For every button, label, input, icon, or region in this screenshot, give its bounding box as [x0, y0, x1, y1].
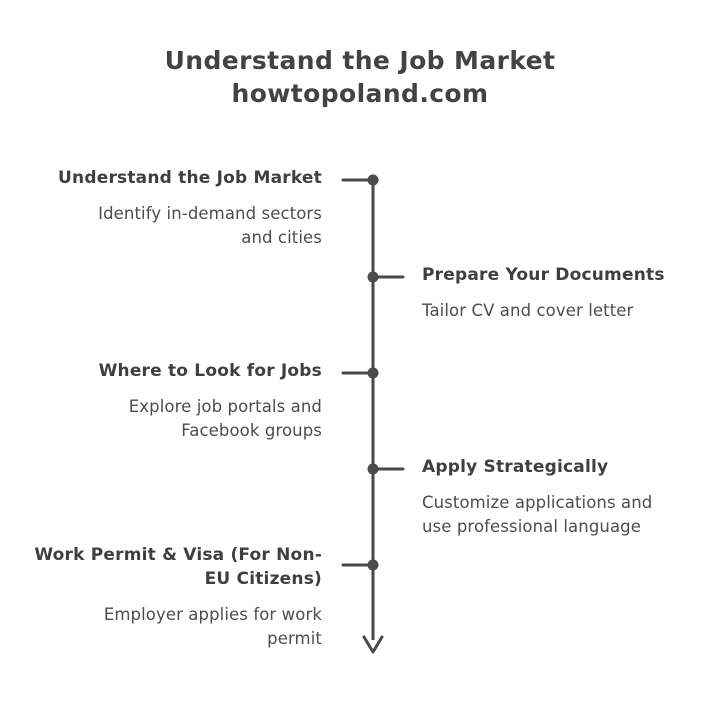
timeline-step-4[interactable]: Apply Strategically Customize applicatio… — [422, 455, 720, 539]
timeline-step-5[interactable]: Work Permit & Visa (For Non-EU Citizens)… — [22, 543, 322, 651]
step-description: Identify in-demand sectors and cities — [98, 204, 322, 247]
timeline-step-1[interactable]: Understand the Job Market Identify in-de… — [22, 166, 322, 250]
step-description: Explore job portals and Facebook groups — [128, 397, 322, 440]
step-description: Employer applies for work permit — [103, 605, 322, 648]
step-title: Prepare Your Documents — [422, 265, 665, 285]
step-description: Customize applications and use professio… — [422, 493, 653, 536]
page-title: Understand the Job Market — [164, 46, 556, 75]
header: Understand the Job Market howtopoland.co… — [0, 44, 720, 110]
timeline-step-2[interactable]: Prepare Your Documents Tailor CV and cov… — [422, 263, 720, 323]
step-title: Apply Strategically — [422, 457, 609, 477]
page-subtitle: howtopoland.com — [231, 79, 489, 108]
step-title: Understand the Job Market — [58, 168, 322, 188]
step-title: Where to Look for Jobs — [98, 361, 322, 381]
timeline-step-3[interactable]: Where to Look for Jobs Explore job porta… — [22, 359, 322, 443]
step-title: Work Permit & Visa (For Non-EU Citizens) — [34, 545, 322, 589]
step-description: Tailor CV and cover letter — [422, 301, 634, 320]
